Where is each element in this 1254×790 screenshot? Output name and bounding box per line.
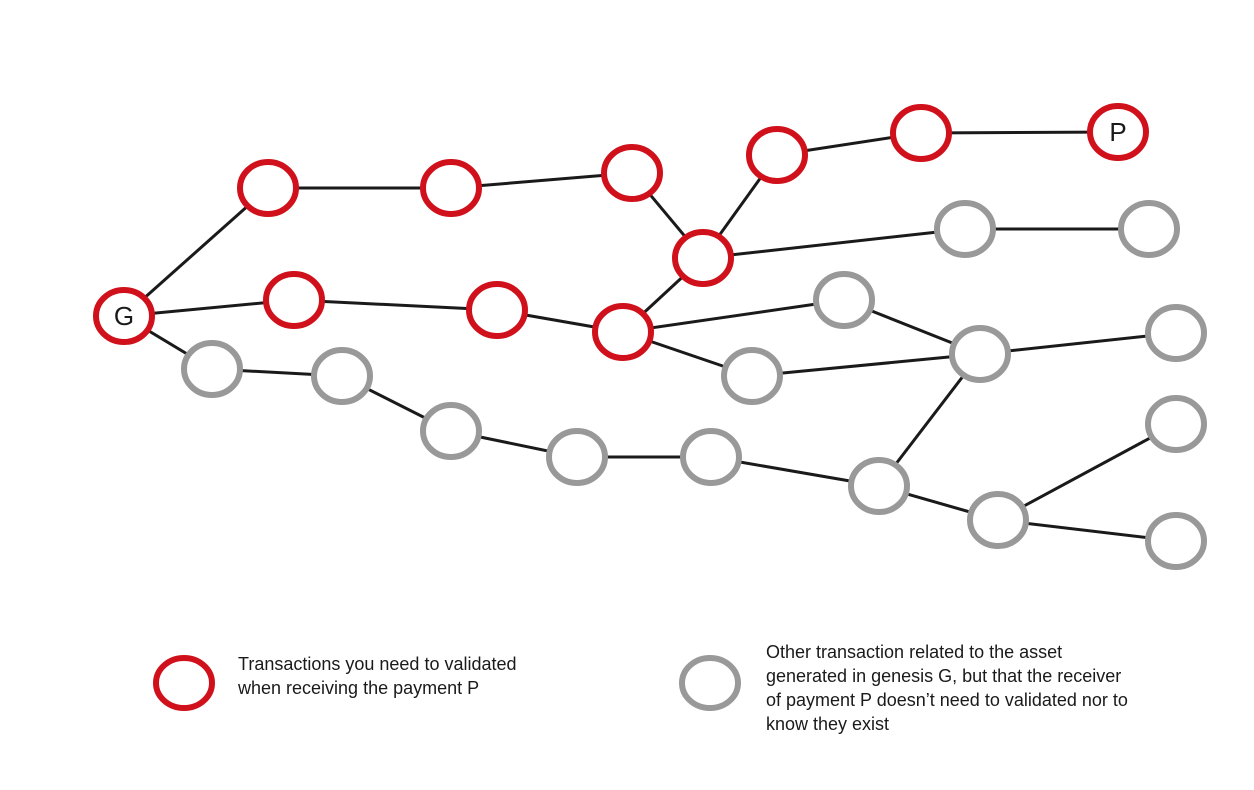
node-h5: [949, 325, 1011, 383]
node-g6: [848, 457, 910, 515]
legend-other-swatch: [679, 655, 741, 711]
node-circle-g3: [420, 402, 482, 460]
node-circle-P: [1087, 103, 1149, 161]
node-g4: [546, 428, 608, 486]
node-P: P: [1087, 103, 1149, 161]
node-circle-h9: [1145, 512, 1207, 570]
edge-h7-h8: [997, 422, 1177, 522]
node-u1: [746, 126, 808, 184]
node-circle-G: [93, 287, 155, 345]
legend-swatches: [153, 655, 741, 711]
node-circle-g5: [680, 428, 742, 486]
node-m: [672, 229, 734, 287]
node-a3: [601, 144, 663, 202]
node-circle-h3: [813, 271, 875, 329]
node-circle-a2: [420, 159, 482, 217]
node-circle-b2: [466, 281, 528, 339]
node-b1: [263, 271, 325, 329]
node-circle-h1: [934, 200, 996, 258]
node-b2: [466, 281, 528, 339]
node-circle-g1: [181, 340, 243, 398]
node-h8: [1145, 395, 1207, 453]
node-g3: [420, 402, 482, 460]
node-u2: [890, 104, 952, 162]
node-circle-a3: [601, 144, 663, 202]
node-h6: [1145, 304, 1207, 362]
node-a1: [237, 159, 299, 217]
node-a2: [420, 159, 482, 217]
edge-b1-b2: [293, 298, 498, 312]
node-circle-g6: [848, 457, 910, 515]
node-circle-a1: [237, 159, 299, 217]
node-circle-g2: [311, 347, 373, 405]
node-h1: [934, 200, 996, 258]
node-circle-h5: [949, 325, 1011, 383]
graph-nodes: GP: [93, 103, 1207, 570]
node-circle-u2: [890, 104, 952, 162]
node-circle-u1: [746, 126, 808, 184]
node-h2: [1118, 200, 1180, 258]
node-circle-h2: [1118, 200, 1180, 258]
node-g5: [680, 428, 742, 486]
node-circle-h4: [721, 347, 783, 405]
node-circle-b1: [263, 271, 325, 329]
node-circle-b3: [592, 303, 654, 361]
node-h7: [967, 491, 1029, 549]
node-G: G: [93, 287, 155, 345]
node-label-P: P: [1109, 117, 1126, 147]
edge-u2-P: [920, 130, 1119, 135]
legend-validated-swatch: [153, 655, 215, 711]
node-circle-h7: [967, 491, 1029, 549]
node-h4: [721, 347, 783, 405]
edge-b3-h3: [622, 298, 845, 334]
legend-validated-text: Transactions you need to validated when …: [238, 654, 517, 698]
node-g1: [181, 340, 243, 398]
node-circle-h6: [1145, 304, 1207, 362]
edge-h5-h6: [979, 331, 1177, 356]
node-b3: [592, 303, 654, 361]
node-g2: [311, 347, 373, 405]
node-h9: [1145, 512, 1207, 570]
node-circle-g4: [546, 428, 608, 486]
edge-h4-h5: [751, 352, 981, 378]
node-circle-h8: [1145, 395, 1207, 453]
node-circle-m: [672, 229, 734, 287]
edge-m-h1: [702, 227, 966, 260]
node-h3: [813, 271, 875, 329]
legend-other-text: Other transaction related to the asset g…: [766, 642, 1128, 734]
edge-G-a1: [123, 186, 269, 318]
node-label-G: G: [114, 301, 134, 331]
